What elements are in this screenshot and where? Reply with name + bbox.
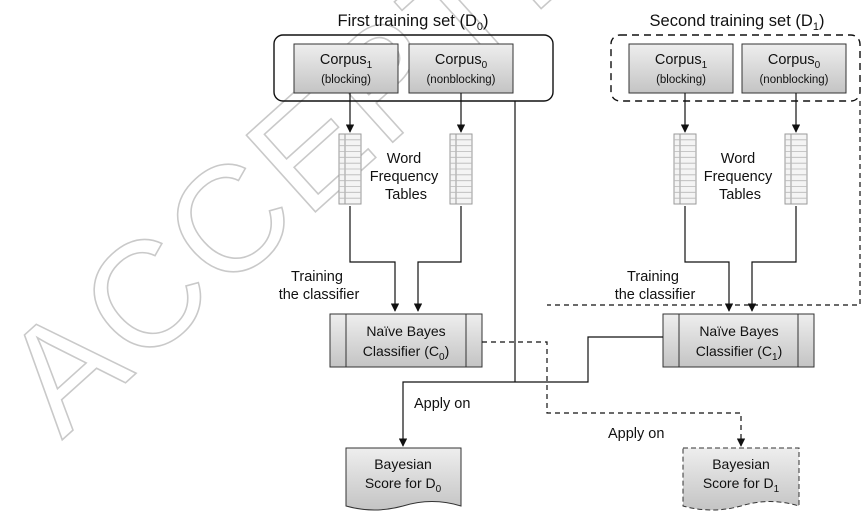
set1-corpus0-desc: (nonblocking) [759,74,828,86]
set0-score-doc [345,447,462,511]
connector-d1-to-c0 [547,101,861,306]
set0-classifier-line1: Naïve Bayes [366,323,445,339]
set1-classifier-line2: Classifier (C1) [696,343,782,363]
training-set-1: Second training set (D1) Corpus1 (blocki… [608,12,861,511]
set1-table0-icon [784,133,808,205]
set0-classifier-line2: Classifier (C0) [363,343,449,363]
connector-c1-apply-on-d0 [398,336,663,447]
set1-table1-icon [673,133,697,205]
set1-corpus0-label: Corpus0 [768,52,821,71]
set0-training-label: Training the classifier [279,269,360,303]
set1-apply-label: Apply on [608,426,664,442]
set0-corpus1-desc: (blocking) [321,74,371,86]
set1-training-label: Training the classifier [615,269,696,303]
set1-score-line2: Score for D1 [703,475,780,495]
set1-corpus1-label: Corpus1 [655,52,708,71]
set0-table0-icon [449,133,473,205]
set1-arrow-table1-to-classifier [684,206,734,312]
set1-arrow-table0-to-classifier [747,206,797,312]
set0-score-line2: Score for D0 [365,475,442,495]
connector-c0-apply-on-d1 [482,341,746,447]
set0-corpus0-label: Corpus0 [435,52,488,71]
set0-classifier-box [329,313,483,368]
training-set-0: First training set (D0) Corpus1 (blockin… [273,12,554,511]
set0-corpus0-box [408,43,514,94]
set1-title: Second training set (D1) [650,12,825,33]
set0-arrow-table1-to-classifier [349,206,400,312]
set0-apply-label: Apply on [414,396,470,412]
set0-tables-label: Word Frequency Tables [370,151,443,203]
set0-corpus1-label: Corpus1 [320,52,373,71]
set0-table1-icon [338,133,362,205]
set0-score-line1: Bayesian [374,456,432,472]
set0-arrow-table0-to-classifier [413,206,462,312]
set1-score-doc [682,447,800,511]
set1-classifier-line1: Naïve Bayes [699,323,778,339]
set1-corpus1-box [628,43,734,94]
set1-corpus0-box [741,43,847,94]
set1-group-frame [610,34,861,102]
set0-corpus1-box [293,43,399,94]
set0-title: First training set (D0) [338,12,489,33]
set1-tables-label: Word Frequency Tables [704,151,777,203]
set0-corpus0-desc: (nonblocking) [426,74,495,86]
set1-classifier-box [662,313,815,368]
set1-score-line1: Bayesian [712,456,770,472]
set1-corpus1-desc: (blocking) [656,74,706,86]
set0-group-frame [273,34,554,102]
